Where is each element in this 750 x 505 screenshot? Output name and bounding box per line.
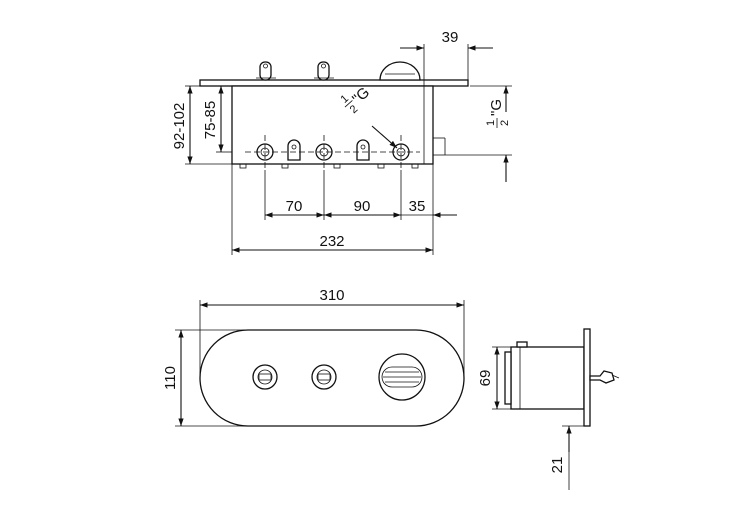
dim-21: 21	[549, 457, 566, 474]
dim-39: 39	[442, 29, 459, 46]
svg-text:2: 2	[499, 120, 511, 126]
dim-310: 310	[319, 287, 344, 304]
dim-69: 69	[477, 370, 494, 387]
lug-right	[356, 139, 370, 161]
dome-cap	[379, 61, 421, 81]
top-view-dimensions: 39 92-102 75-85 70 90 35 2	[171, 29, 512, 255]
dim-70: 70	[286, 198, 303, 215]
front-view-dimensions: 310 110	[162, 287, 465, 427]
top-view	[199, 61, 469, 170]
knob-pin-center	[314, 61, 334, 81]
side-view	[504, 328, 620, 427]
dim-90: 90	[354, 198, 371, 215]
side-stem	[589, 370, 615, 384]
front-knob-thermostat	[378, 353, 426, 401]
svg-text:1: 1	[485, 120, 497, 126]
knob-pin-left	[256, 61, 276, 81]
front-view	[199, 329, 465, 427]
dim-35: 35	[409, 198, 426, 215]
side-plate	[583, 328, 591, 427]
mounting-plate	[199, 79, 469, 87]
lug-left	[287, 139, 301, 161]
dim-92-102: 92-102	[171, 103, 188, 150]
dim-232: 232	[319, 233, 344, 250]
thread-label-vertical: 1 2 "G	[485, 99, 511, 128]
dim-75-85: 75-85	[202, 101, 219, 139]
side-body	[510, 346, 585, 410]
svg-text:"G: "G	[488, 99, 505, 116]
dim-110: 110	[162, 366, 179, 390]
side-view-dimensions: 69 21	[477, 346, 584, 490]
front-knob-left	[252, 364, 278, 390]
body-feet	[239, 163, 419, 169]
front-knob-center	[311, 364, 337, 390]
